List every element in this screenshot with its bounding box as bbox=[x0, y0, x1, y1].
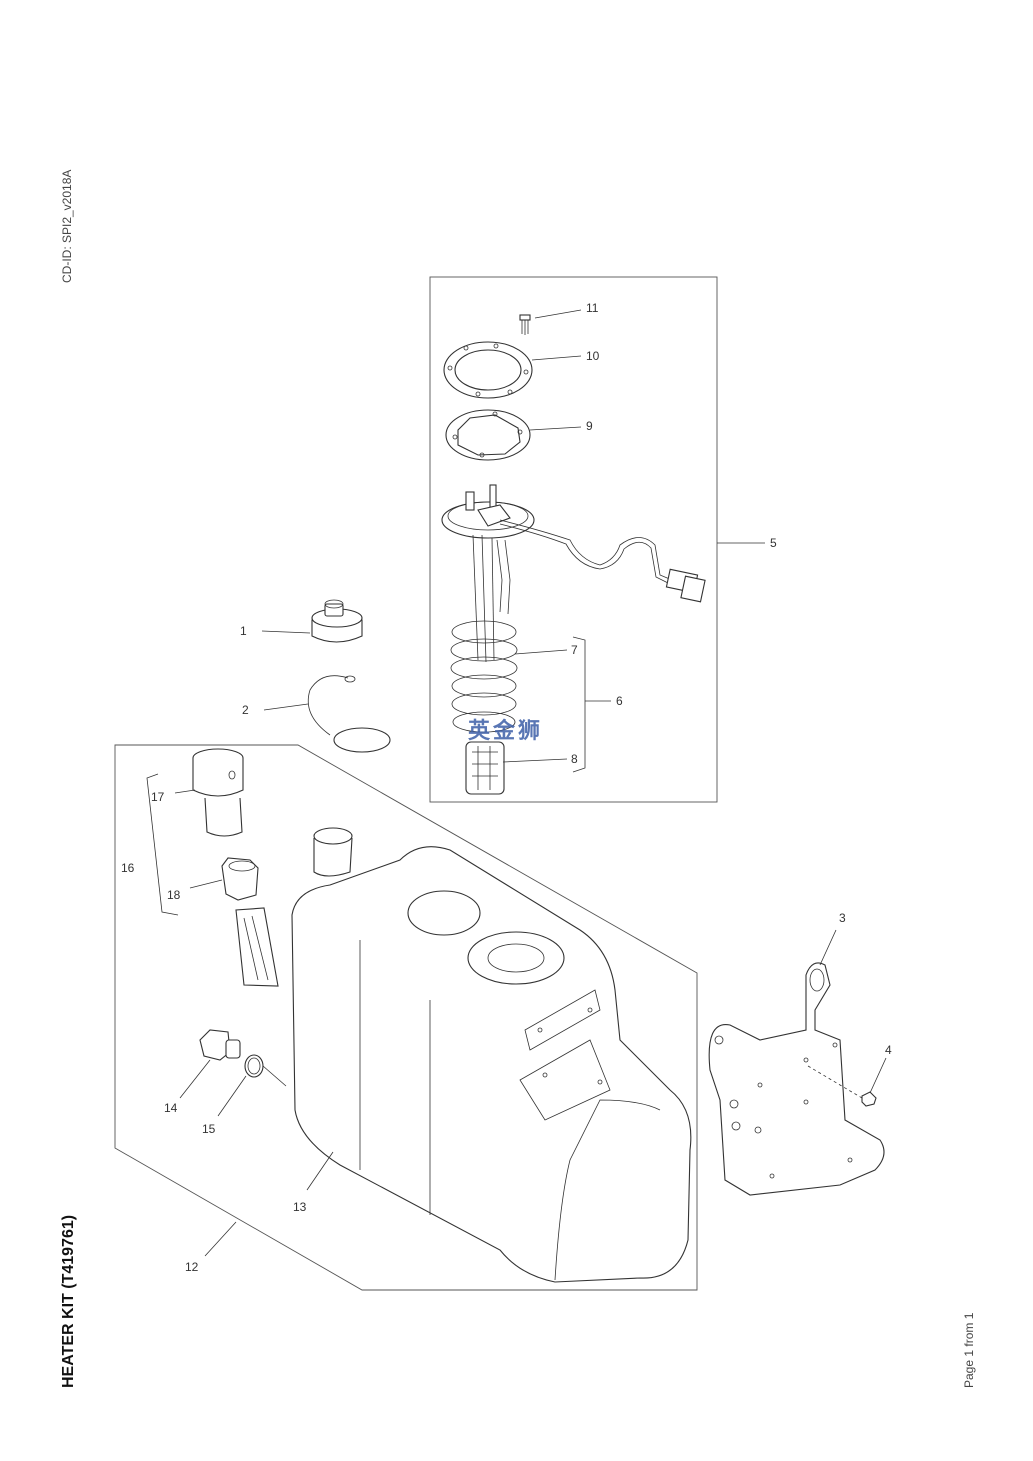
locking-ring-part-9 bbox=[445, 409, 531, 461]
callout-5: 5 bbox=[770, 536, 777, 550]
spring-part-7 bbox=[450, 620, 518, 733]
callout-14: 14 bbox=[164, 1101, 178, 1115]
strainer-part-18 bbox=[221, 857, 279, 987]
callout-18: 18 bbox=[167, 888, 181, 902]
fuel-sender-part-5 bbox=[441, 484, 706, 663]
watermark-text: 英金狮 bbox=[468, 718, 543, 744]
fuel-tank-part-13 bbox=[291, 827, 692, 1283]
callout-9: 9 bbox=[586, 419, 593, 433]
bolt-part-4 bbox=[807, 1065, 877, 1107]
callout-8: 8 bbox=[571, 752, 578, 766]
callout-16: 16 bbox=[121, 861, 135, 875]
filler-cap-part-1 bbox=[311, 599, 363, 643]
callout-3: 3 bbox=[839, 911, 846, 925]
bracket-part-3 bbox=[708, 962, 885, 1196]
callout-12: 12 bbox=[185, 1260, 199, 1274]
drain-plug-part-14 bbox=[199, 1029, 241, 1061]
callout-4: 4 bbox=[885, 1043, 892, 1057]
gasket-part-10 bbox=[443, 341, 533, 399]
cap-strap-part-2 bbox=[307, 675, 391, 753]
tank-kit-frame bbox=[114, 744, 698, 1291]
filler-neck-part-17 bbox=[192, 748, 244, 837]
sender-assembly-frame bbox=[429, 276, 718, 803]
callout-2: 2 bbox=[242, 703, 249, 717]
callout-13: 13 bbox=[293, 1200, 307, 1214]
filter-part-8 bbox=[465, 741, 505, 795]
callout-1: 1 bbox=[240, 624, 247, 638]
callout-11: 11 bbox=[586, 301, 599, 315]
callout-10: 10 bbox=[586, 349, 600, 363]
callout-17: 17 bbox=[151, 790, 165, 804]
screw-part-11 bbox=[519, 314, 531, 335]
callout-15: 15 bbox=[202, 1122, 216, 1136]
callout-7: 7 bbox=[571, 643, 578, 657]
callout-6: 6 bbox=[616, 694, 623, 708]
